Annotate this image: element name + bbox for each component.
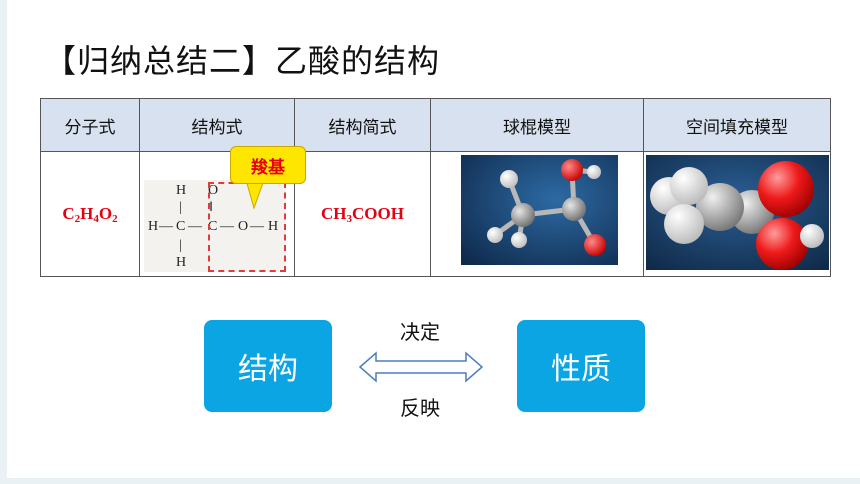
acetic-acid-structure-table: 分子式 结构式 结构简式 球棍模型 空间填充模型 C2H4O2 H | O ‖ …	[40, 98, 831, 277]
structural-formula-diagram: H | O ‖ H — C — C — O — H | H	[144, 180, 286, 272]
atom-hydrogen-2	[670, 167, 708, 205]
property-box: 性质	[517, 320, 645, 412]
relation-top-label: 决定	[400, 320, 440, 344]
atom-carbon-methyl	[696, 183, 744, 231]
atom-hydrogen-hydroxyl	[587, 165, 601, 179]
molecular-formula: C2H4O2	[62, 203, 118, 225]
atom-o-hydroxyl: O	[238, 219, 248, 234]
callout-pointer	[245, 180, 265, 210]
bond-double: ‖	[209, 200, 213, 215]
carboxyl-callout: 羧基	[230, 146, 306, 184]
slide-title: 【归纳总结二】乙酸的结构	[44, 42, 441, 80]
cell-space-filling-model	[643, 151, 831, 277]
atom-hydrogen-1	[500, 170, 518, 188]
bond-h-co: —	[219, 219, 235, 234]
atom-c-carboxyl: C	[208, 219, 217, 234]
header-structural-formula: 结构式	[139, 98, 295, 152]
table-header-row: 分子式 结构式 结构简式 球棍模型 空间填充模型	[40, 98, 831, 152]
header-condensed-formula: 结构简式	[294, 98, 431, 152]
atom-oxygen-carbonyl	[756, 218, 808, 270]
atom-hydrogen-2	[487, 227, 503, 243]
cell-molecular-formula: C2H4O2	[40, 151, 140, 277]
atom-oxygen-hydroxyl	[561, 159, 583, 181]
atom-carbon-methyl	[511, 203, 535, 227]
atom-c-methyl: C	[176, 219, 185, 234]
atom-oxygen-hydroxyl	[758, 161, 814, 217]
space-filling-model-image	[646, 155, 829, 270]
bond-h-oh: —	[249, 219, 265, 234]
relation-bottom-label: 反映	[400, 396, 440, 420]
ball-stick-model-image	[461, 155, 618, 265]
cell-ball-stick-model	[430, 151, 644, 277]
atom-hydrogen-3	[511, 232, 527, 248]
cell-structural-formula: H | O ‖ H — C — C — O — H | H	[139, 146, 306, 277]
condensed-formula: CH3COOH	[321, 203, 404, 225]
bond-v-top: |	[179, 200, 182, 215]
bond-h-left: —	[158, 219, 174, 234]
atom-h-left: H	[148, 219, 158, 234]
atom-carbon-carboxyl	[562, 197, 586, 221]
header-ball-stick-model: 球棍模型	[430, 98, 644, 152]
header-space-filling-model: 空间填充模型	[643, 98, 831, 152]
atom-h-top: H	[176, 183, 186, 198]
header-molecular-formula: 分子式	[40, 98, 140, 152]
table-row: C2H4O2 H | O ‖ H — C — C — O — H	[40, 146, 831, 277]
cell-condensed-formula: CH3COOH	[294, 151, 431, 277]
atom-hydrogen-3	[664, 204, 704, 244]
atom-h-hydroxyl: H	[268, 219, 278, 234]
bond-h-cc: —	[187, 219, 203, 234]
atom-oxygen-carbonyl	[584, 234, 606, 256]
atom-o-double: O	[208, 183, 218, 198]
bond-v-bottom: |	[179, 238, 182, 253]
atom-hydrogen-hydroxyl	[800, 224, 824, 248]
double-arrow-icon	[358, 351, 484, 383]
left-decor-stripe	[0, 0, 7, 484]
atom-h-bottom: H	[176, 255, 186, 270]
bottom-decor-band	[0, 478, 860, 484]
structure-box: 结构	[204, 320, 332, 412]
